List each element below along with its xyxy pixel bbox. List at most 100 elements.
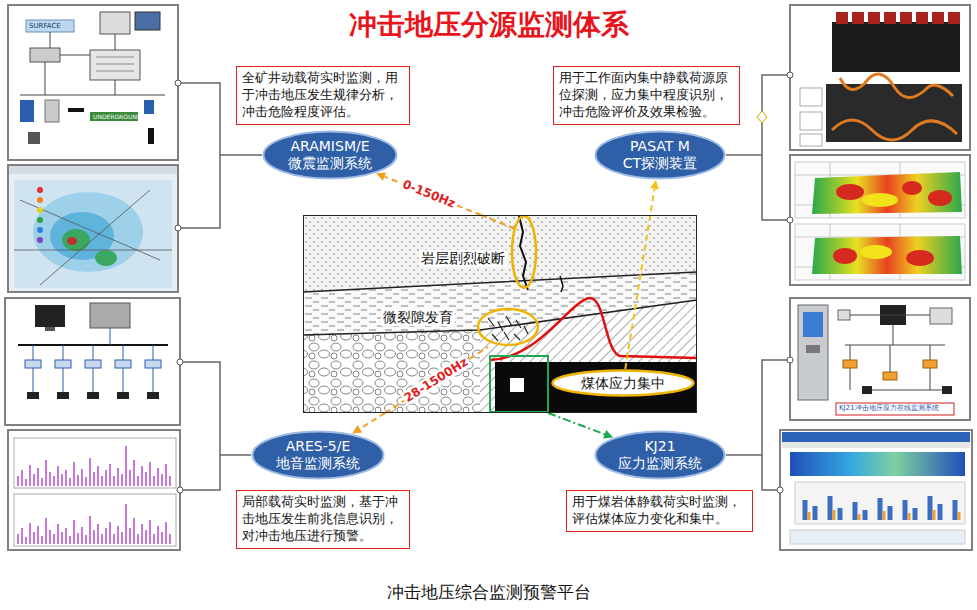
stress-network-part bbox=[803, 312, 823, 337]
equipment-photo bbox=[790, 5, 970, 150]
title-holder: 冲击地压分源监测体系 bbox=[0, 8, 977, 42]
system-name: ARES-5/E bbox=[276, 438, 360, 455]
equipment-photo-part bbox=[800, 112, 822, 130]
ct-maps-part bbox=[795, 162, 965, 218]
stress-ellipse: 煤体应力集中 bbox=[551, 369, 695, 397]
description-box: 用于煤岩体静载荷实时监测， 评估煤体应力变化和集中。 bbox=[566, 490, 753, 532]
description-box: 用于工作面内集中静载荷源原 位探测，应力集中程度识别， 冲击危险评价及效果检验。 bbox=[553, 66, 740, 125]
ct-maps-part bbox=[795, 162, 965, 218]
system-name: ARAMISM/E bbox=[288, 138, 372, 155]
equipment-photo-part bbox=[900, 12, 912, 24]
map-panel-part bbox=[9, 166, 177, 174]
stress-network bbox=[790, 298, 970, 420]
software-screenshot-part bbox=[780, 430, 972, 550]
hardware-panel-part bbox=[45, 100, 59, 122]
system-ellipse: KJ21应力监测系统 bbox=[594, 430, 726, 480]
stress-network-part bbox=[845, 315, 950, 390]
panel-bracket-part bbox=[777, 487, 783, 493]
software-screenshot-part bbox=[782, 432, 970, 442]
geology-section-part bbox=[488, 316, 528, 341]
connector-line bbox=[360, 413, 385, 429]
stress-label: 煤体应力集中 bbox=[581, 375, 665, 392]
signal-connector bbox=[376, 172, 481, 215]
hardware-panel-part bbox=[30, 48, 60, 62]
network-panel-part bbox=[85, 360, 101, 368]
ct-maps-part bbox=[928, 190, 952, 206]
geology-section-part bbox=[478, 309, 538, 345]
ct-maps-part bbox=[790, 155, 970, 285]
stratum-label: 岩层剧烈破断 bbox=[419, 250, 507, 267]
hardware-panel-part bbox=[20, 32, 165, 95]
geology-section-part bbox=[481, 215, 518, 230]
ct-maps-part bbox=[862, 193, 898, 207]
description-text: 用于煤岩体静载荷实时监测， 评估煤体应力变化和集中。 bbox=[572, 494, 747, 528]
stress-network-part bbox=[798, 305, 828, 400]
diagram-title: 冲击地压分源监测体系 bbox=[349, 8, 629, 42]
ellipse-shape bbox=[553, 371, 694, 396]
screenshot-label-holder: UNDERGROUND bbox=[93, 114, 142, 120]
equipment-photo-part bbox=[916, 12, 928, 24]
hardware-panel-part bbox=[20, 100, 34, 122]
panel-bracket-part bbox=[787, 72, 793, 78]
system-ellipse: ARAMISM/E微震监测系统 bbox=[262, 130, 398, 180]
geology-section bbox=[303, 215, 697, 413]
network-panel-part bbox=[45, 327, 55, 331]
connector-line bbox=[385, 177, 481, 215]
stratum-label-holder: 微裂隙发育 bbox=[381, 309, 455, 326]
map-panel-part bbox=[95, 250, 117, 266]
system-name: 地音监测系统 bbox=[276, 455, 360, 472]
chart-panel bbox=[8, 430, 180, 550]
network-panel-part bbox=[35, 305, 65, 327]
ellipse-shape bbox=[596, 432, 725, 479]
ct-maps bbox=[790, 155, 970, 285]
network-panel-part bbox=[25, 360, 41, 368]
connector-line bbox=[548, 413, 605, 434]
ct-maps-part-part bbox=[860, 245, 892, 259]
hardware-panel-part bbox=[96, 57, 134, 71]
equipment-photo-part bbox=[790, 5, 970, 150]
hardware-panel-part bbox=[148, 128, 154, 144]
geology-section-part bbox=[495, 362, 697, 413]
signal-connector bbox=[352, 413, 385, 434]
description-text: 局部载荷实时监测，基于冲 击地压发生前兆信息识别， 对冲击地压进行预警。 bbox=[242, 494, 404, 545]
stress-network-part bbox=[790, 298, 970, 420]
chart-panel-part bbox=[18, 504, 170, 544]
system-name: PASAT M bbox=[623, 138, 697, 155]
network-panel-part bbox=[87, 392, 99, 399]
network-panel-part bbox=[55, 360, 71, 368]
ct-maps-part bbox=[836, 184, 864, 200]
ct-maps-part-part bbox=[795, 224, 965, 280]
equipment-photo-part bbox=[836, 12, 848, 24]
ellipse-text: KJ21应力监测系统 bbox=[618, 438, 702, 472]
hardware-panel-part bbox=[28, 132, 40, 144]
software-screenshot bbox=[780, 430, 972, 550]
geology-section-part bbox=[490, 356, 548, 412]
stress-network-part bbox=[862, 386, 872, 394]
map-panel-part bbox=[37, 237, 43, 243]
chart-panel-part-part bbox=[18, 504, 170, 544]
stress-network-part bbox=[930, 308, 952, 324]
caption-holder: 冲击地压综合监测预警平台 bbox=[0, 582, 977, 602]
network-panel-part bbox=[145, 360, 161, 368]
description-text: 用于工作面内集中静载荷源原 位探测，应力集中程度识别， 冲击危险评价及效果检验。 bbox=[559, 70, 734, 121]
ellipse-text: 煤体应力集中 bbox=[581, 375, 665, 392]
ct-maps-part-part bbox=[795, 224, 965, 280]
panel-bracket-part bbox=[787, 357, 793, 363]
network-panel-part bbox=[27, 392, 39, 399]
system-name: 微震监测系统 bbox=[288, 155, 372, 172]
equipment-photo-part bbox=[868, 12, 880, 24]
network-panel-part bbox=[147, 392, 159, 399]
chart-panel-part bbox=[8, 430, 180, 550]
ct-maps-part bbox=[902, 181, 922, 195]
panel-bracket-part bbox=[180, 362, 251, 490]
network-panel-part bbox=[33, 328, 153, 392]
system-name: 应力监测系统 bbox=[618, 455, 702, 472]
network-panel-part bbox=[115, 360, 131, 368]
panel-bracket-part bbox=[757, 111, 767, 123]
equipment-photo-part bbox=[832, 120, 957, 140]
stress-network-part bbox=[843, 360, 857, 368]
system-name: KJ21 bbox=[618, 438, 702, 455]
equipment-photo-part bbox=[884, 12, 896, 24]
map-panel-part bbox=[33, 192, 143, 272]
map-panel-part bbox=[37, 217, 43, 223]
